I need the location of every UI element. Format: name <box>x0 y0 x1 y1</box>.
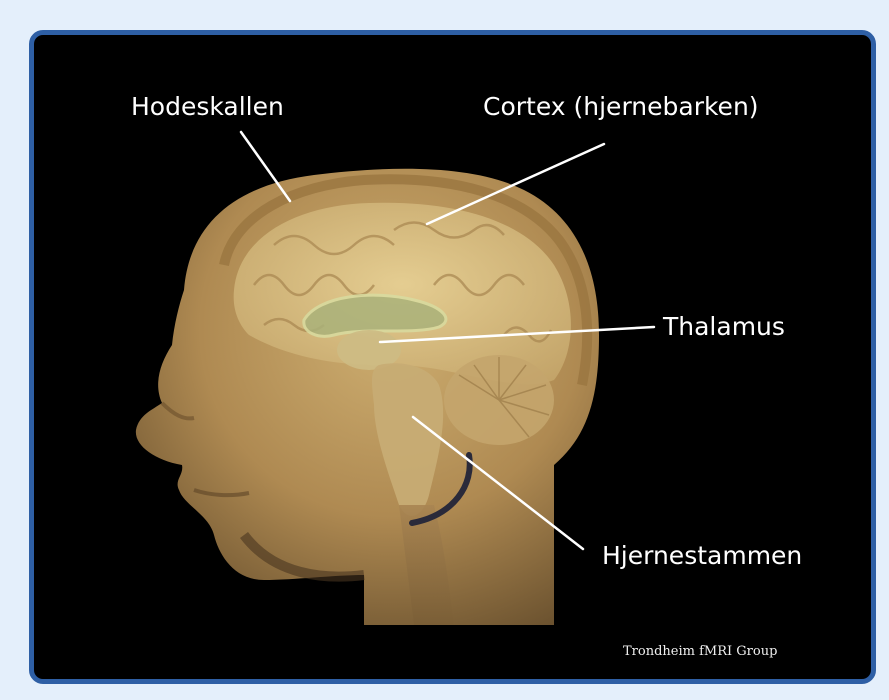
label-thalamus: Thalamus <box>663 314 785 339</box>
label-cortex: Cortex (hjernebarken) <box>483 94 759 119</box>
credit-text: Trondheim fMRI Group <box>623 644 777 659</box>
mri-head-illustration <box>34 35 871 679</box>
cerebellum <box>444 355 554 445</box>
label-skull: Hodeskallen <box>131 94 284 119</box>
label-brainstem: Hjernestammen <box>602 543 802 568</box>
diagram-frame: Hodeskallen Cortex (hjernebarken) Thalam… <box>29 30 876 684</box>
